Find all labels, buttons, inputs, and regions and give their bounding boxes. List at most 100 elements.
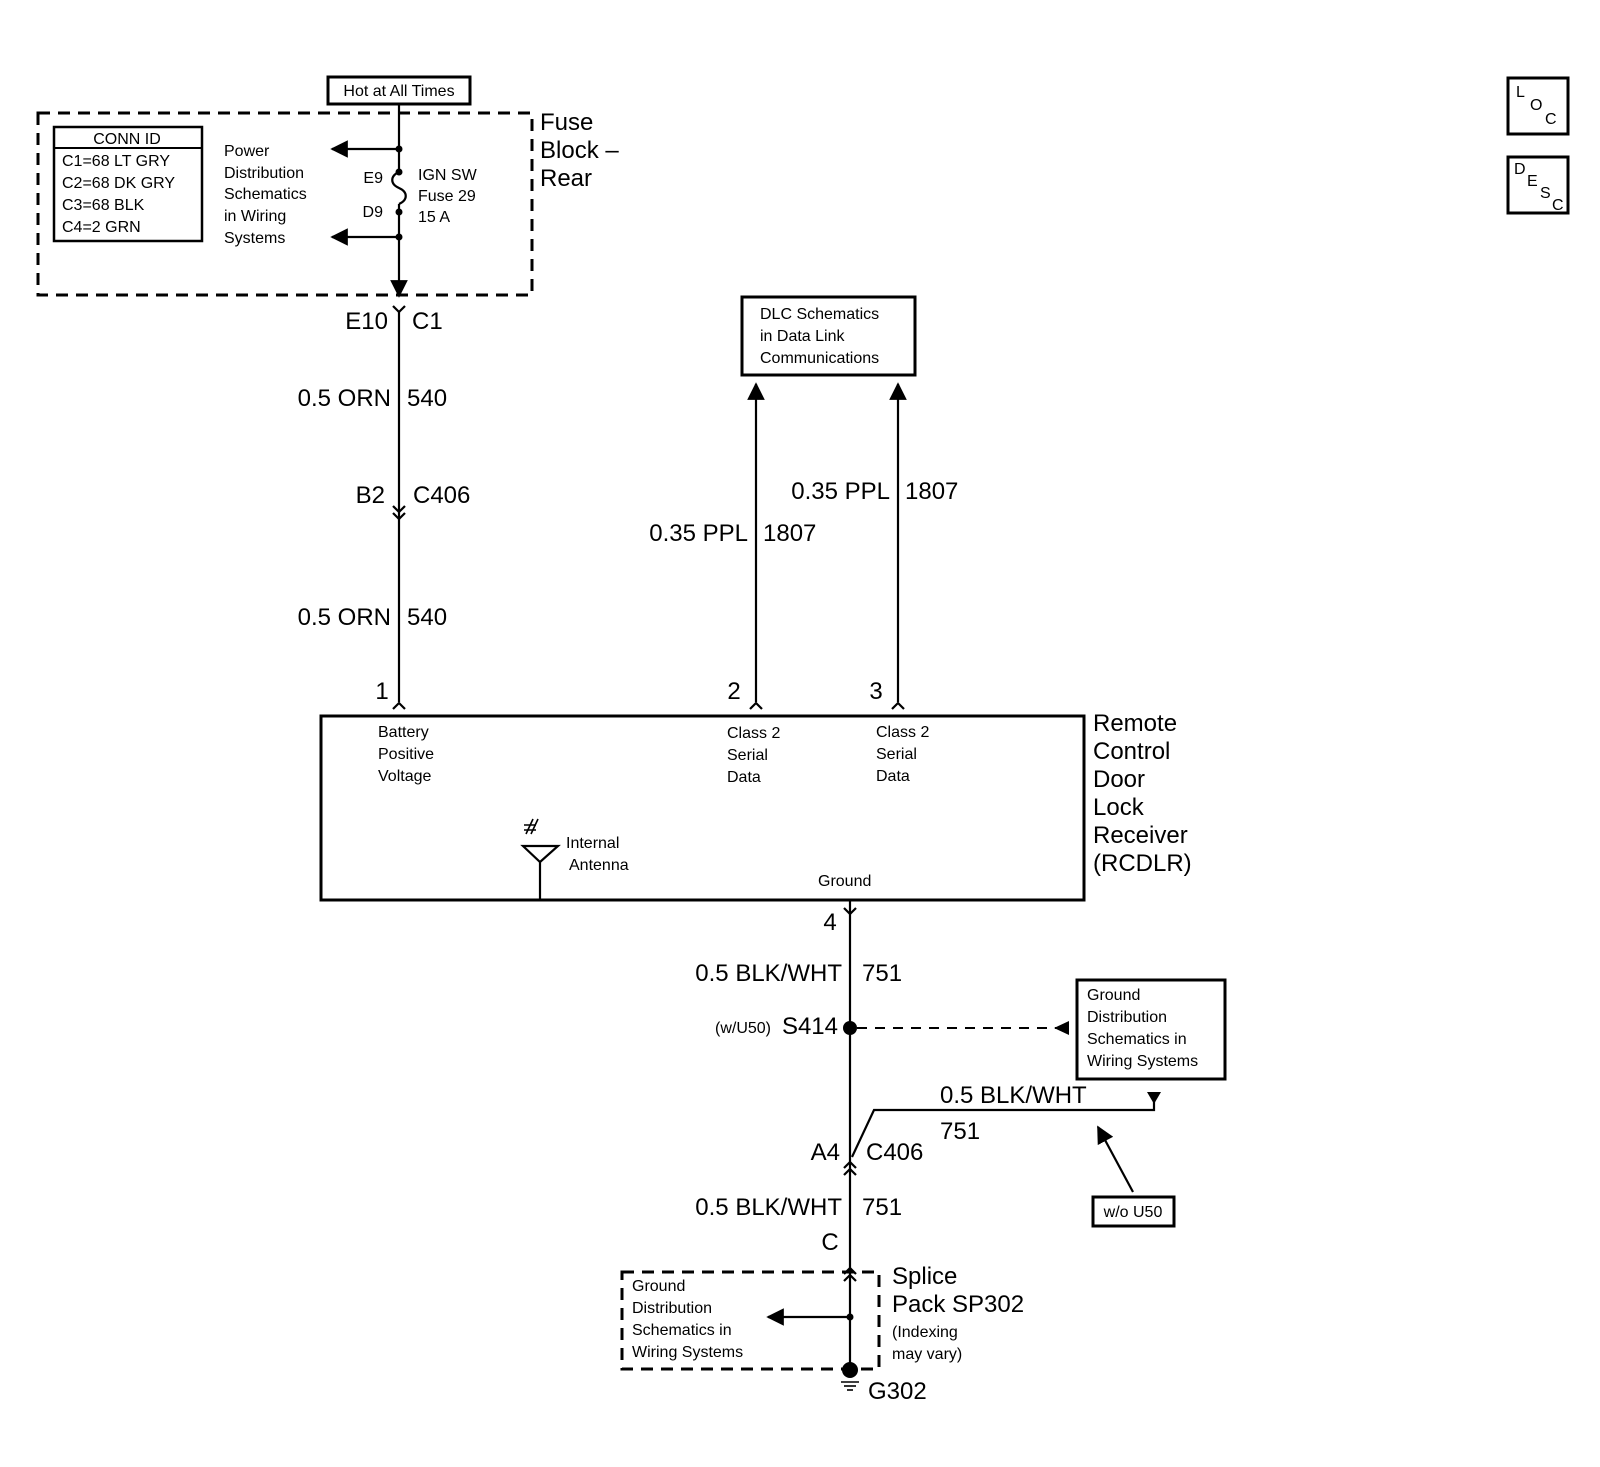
loc-icon[interactable]: L O C	[1506, 76, 1570, 136]
svg-text:Class 2: Class 2	[876, 724, 929, 741]
svg-text:Wiring Systems: Wiring Systems	[632, 1344, 743, 1361]
svg-text:Antenna: Antenna	[569, 857, 629, 874]
pin-2: 2	[727, 678, 740, 705]
svg-text:C406: C406	[413, 482, 470, 509]
svg-text:Data: Data	[727, 769, 761, 786]
svg-text:1807: 1807	[905, 478, 958, 505]
svg-text:0.35 PPL: 0.35 PPL	[791, 478, 890, 505]
dlc-reference-box: DLC Schematics in Data Link Communicatio…	[740, 295, 917, 377]
svg-text:CONN ID: CONN ID	[93, 131, 161, 148]
svg-text:540: 540	[407, 385, 447, 412]
svg-text:C: C	[821, 1229, 838, 1256]
svg-text:B2: B2	[356, 482, 385, 509]
conn-id-table: CONN ID C1=68 LT GRY C2=68 DK GRY C3=68 …	[52, 125, 204, 243]
hot-at-all-times-label: Hot at All Times	[326, 75, 472, 106]
ground-distribution-box: Ground Distribution Schematics in Wiring…	[1075, 978, 1227, 1081]
svg-text:0.5 ORN: 0.5 ORN	[298, 385, 391, 412]
svg-text:C3=68 BLK: C3=68 BLK	[62, 197, 145, 214]
svg-text:Fuse 29: Fuse 29	[418, 188, 476, 205]
svg-text:Pack SP302: Pack SP302	[892, 1291, 1024, 1318]
svg-text:751: 751	[940, 1118, 980, 1145]
svg-text:O: O	[1530, 97, 1542, 114]
svg-text:C: C	[1545, 111, 1557, 128]
svg-text:0.5 ORN: 0.5 ORN	[298, 604, 391, 631]
svg-text:Receiver: Receiver	[1093, 822, 1188, 849]
svg-text:S: S	[1540, 185, 1551, 202]
svg-text:E10: E10	[345, 308, 388, 335]
svg-text:Block –: Block –	[540, 137, 619, 164]
internal-antenna-label: Internal Antenna	[566, 835, 629, 874]
pin-4: 4	[823, 909, 836, 936]
connector-c1-symbol	[392, 305, 406, 314]
svg-text:0.5 BLK/WHT: 0.5 BLK/WHT	[940, 1082, 1087, 1109]
svg-text:Serial: Serial	[876, 746, 917, 763]
fuse-symbol	[391, 170, 407, 206]
svg-text:751: 751	[862, 1194, 902, 1221]
svg-text:C406: C406	[866, 1139, 923, 1166]
svg-text:15 A: 15 A	[418, 209, 450, 226]
fuse-block-title: Fuse Block – Rear	[540, 109, 619, 192]
svg-text:Schematics in: Schematics in	[632, 1322, 732, 1339]
svg-text:Communications: Communications	[760, 350, 879, 367]
svg-text:C1=68 LT GRY: C1=68 LT GRY	[62, 153, 170, 170]
svg-text:Class 2: Class 2	[727, 725, 780, 742]
svg-text:E: E	[1527, 173, 1538, 190]
svg-text:in Data Link: in Data Link	[760, 328, 845, 345]
svg-text:Schematics: Schematics	[224, 186, 307, 203]
svg-text:540: 540	[407, 604, 447, 631]
svg-text:0.5 BLK/WHT: 0.5 BLK/WHT	[695, 960, 842, 987]
svg-text:1807: 1807	[763, 520, 816, 547]
svg-text:Wiring Systems: Wiring Systems	[1087, 1053, 1198, 1070]
svg-text:Systems: Systems	[224, 230, 285, 247]
svg-text:Splice: Splice	[892, 1263, 957, 1290]
svg-text:Door: Door	[1093, 766, 1145, 793]
ground-distribution-dashed-label: Ground Distribution Schematics in Wiring…	[632, 1278, 743, 1361]
svg-text:Fuse: Fuse	[540, 109, 593, 136]
svg-text:Internal: Internal	[566, 835, 619, 852]
svg-text:Distribution: Distribution	[632, 1300, 712, 1317]
pin2-function-label: Class 2 Serial Data	[727, 725, 780, 786]
svg-text:Power: Power	[224, 143, 270, 160]
svg-text:Distribution: Distribution	[224, 165, 304, 182]
connector-c406-top-symbol	[392, 505, 406, 521]
svg-text:Voltage: Voltage	[378, 768, 431, 785]
svg-text:0.35 PPL: 0.35 PPL	[649, 520, 748, 547]
svg-text:Remote: Remote	[1093, 710, 1177, 737]
svg-text:0.5 BLK/WHT: 0.5 BLK/WHT	[695, 1194, 842, 1221]
svg-text:Control: Control	[1093, 738, 1170, 765]
svg-text:IGN SW: IGN SW	[418, 167, 478, 184]
fuse-pin-e9: E9	[363, 170, 383, 187]
ign-sw-fuse-label: IGN SW Fuse 29 15 A	[418, 167, 478, 226]
ground-pin-label: Ground	[818, 873, 871, 890]
pin3-function-label: Class 2 Serial Data	[876, 724, 929, 785]
svg-text:L: L	[1516, 84, 1525, 101]
svg-text:D: D	[1514, 161, 1526, 178]
svg-text:Rear: Rear	[540, 165, 592, 192]
svg-text:DLC Schematics: DLC Schematics	[760, 306, 879, 323]
splice-s414	[843, 1021, 857, 1035]
svg-text:Lock: Lock	[1093, 794, 1145, 821]
splice-pack-sp302-outline	[620, 1270, 881, 1371]
fuse-block-rear-outline	[36, 111, 534, 297]
pin-3: 3	[869, 678, 882, 705]
svg-text:C2=68 DK GRY: C2=68 DK GRY	[62, 175, 175, 192]
desc-icon[interactable]: D E S C	[1506, 155, 1570, 215]
splice-pack-title: Splice Pack SP302 (Indexing may vary)	[892, 1263, 1024, 1363]
svg-text:C: C	[1552, 197, 1564, 214]
ground-g302-label: G302	[868, 1378, 927, 1405]
svg-text:S414: S414	[782, 1013, 838, 1040]
svg-text:C1: C1	[412, 308, 443, 335]
svg-text:(RCDLR): (RCDLR)	[1093, 850, 1192, 877]
svg-text:A4: A4	[811, 1139, 840, 1166]
power-distribution-reference: Power Distribution Schematics in Wiring …	[224, 143, 307, 247]
svg-text:Ground: Ground	[1087, 987, 1140, 1004]
connector-c406-bottom-symbol	[843, 1160, 857, 1176]
svg-text:Serial: Serial	[727, 747, 768, 764]
svg-text:may vary): may vary)	[892, 1346, 962, 1363]
svg-text:751: 751	[862, 960, 902, 987]
svg-text:Hot at All Times: Hot at All Times	[343, 83, 454, 100]
internal-antenna-icon	[520, 818, 561, 900]
svg-text:w/o U50: w/o U50	[1103, 1204, 1163, 1221]
svg-text:(w/U50): (w/U50)	[715, 1020, 771, 1037]
